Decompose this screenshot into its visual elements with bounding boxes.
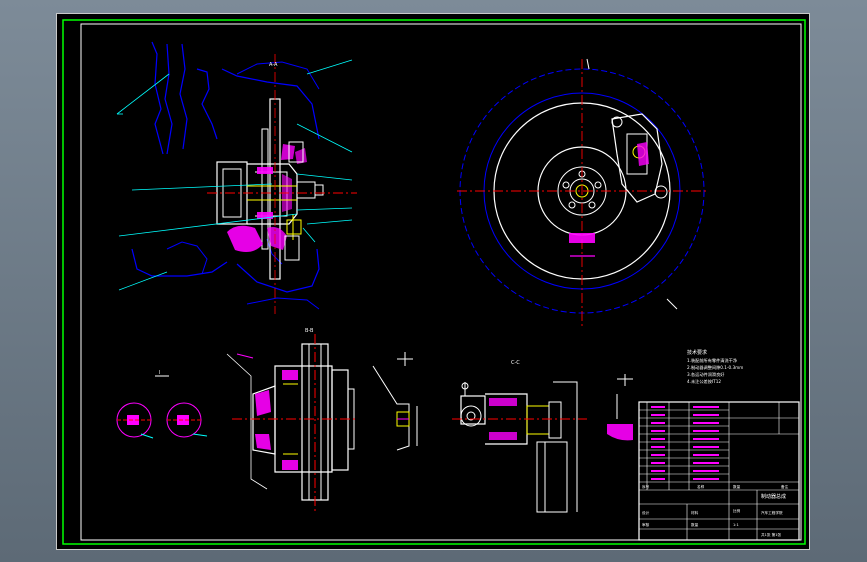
quantity-label: 数量: [691, 522, 699, 527]
school-name: 汽车工程学院: [761, 510, 783, 515]
title-block: 序号 名称 数量 备注 制动器总成 比例 1:1 设计 审核 材料 数量 汽车工…: [638, 401, 800, 541]
col-remark: 备注: [781, 484, 789, 489]
drawing-title: 制动器总成: [761, 493, 786, 500]
piston-section-view: C-C: [452, 360, 587, 513]
col-no: 序号: [642, 484, 650, 489]
main-section-view: A-A: [116, 41, 357, 314]
tech-notes-title: 技术要求: [687, 349, 707, 356]
tech-note-line: 1.装配前所有零件清洗干净: [687, 357, 737, 364]
tech-note-line: 2.制动器调整间隙0.1-0.3mm: [687, 364, 743, 371]
detail-label-1: I: [159, 370, 160, 376]
cad-viewport[interactable]: A-A: [56, 13, 810, 550]
pad-detail-view: [372, 352, 418, 451]
main-view-label: A-A: [269, 62, 278, 68]
col-qty: 数量: [733, 484, 741, 489]
section-label-c: C-C: [511, 360, 520, 366]
outer-frame: [62, 19, 806, 545]
checker-label: 审核: [642, 522, 650, 527]
designer-label: 设计: [642, 510, 650, 515]
cad-drawing: A-A: [62, 19, 806, 545]
technical-notes: 技术要求 1.装配前所有零件清洗干净 2.制动器调整间隙0.1-0.3mm 3.…: [687, 349, 743, 385]
sheet-info: 共1张 第1张: [761, 532, 781, 537]
tech-note-line: 4.未注公差按IT12: [687, 378, 721, 385]
section-label-b: B-B: [305, 328, 314, 334]
scale-label: 比例: [733, 508, 741, 513]
col-name: 名称: [697, 484, 705, 489]
caliper-section-view: B-B: [226, 328, 357, 514]
seal-detail-view: [607, 374, 633, 441]
drawing-frame: [80, 23, 802, 541]
detail-views: I: [116, 370, 208, 439]
disc-face-view: [457, 58, 707, 329]
tech-note-line: 3.各运动件润滑良好: [687, 371, 725, 378]
scale-value: 1:1: [733, 523, 739, 527]
material-label: 材料: [691, 510, 699, 515]
